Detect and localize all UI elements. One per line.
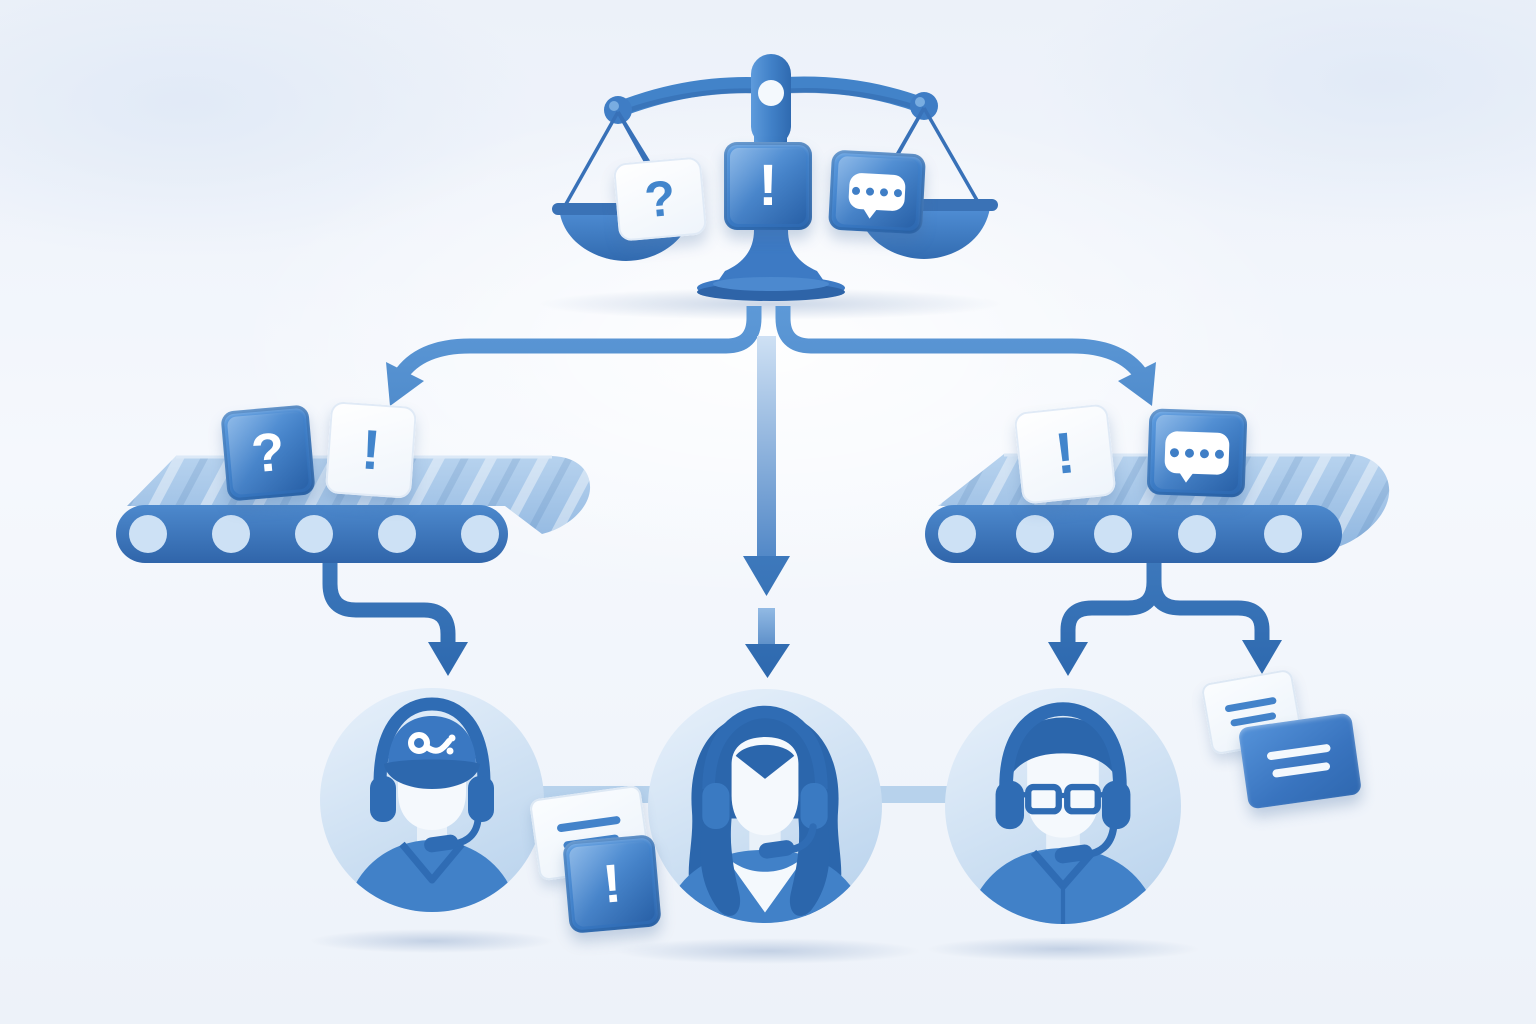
left-ear-cup bbox=[995, 780, 1025, 830]
arrow-left-belt-to-agent bbox=[322, 548, 456, 644]
scale-base bbox=[716, 230, 826, 284]
mic bbox=[424, 834, 458, 853]
floating-exclamation-tile: ! bbox=[562, 834, 662, 934]
scale-question-tile: ? bbox=[612, 156, 708, 242]
exclamation-glyph: ! bbox=[359, 417, 383, 482]
right-belt-exclamation-tile: ! bbox=[1013, 403, 1117, 505]
arrow-to-left-conveyor bbox=[389, 306, 762, 387]
right-ear-cup bbox=[800, 783, 828, 829]
question-glyph: ? bbox=[248, 421, 288, 485]
routing-arrows bbox=[322, 306, 1282, 678]
floating-note-card-blue bbox=[1237, 712, 1363, 810]
arrowhead-left bbox=[386, 362, 424, 406]
collar bbox=[399, 841, 465, 884]
exclamation-glyph: ! bbox=[600, 853, 624, 915]
cap-brim bbox=[384, 759, 480, 789]
scale-pivot-hole bbox=[758, 80, 784, 106]
headband bbox=[702, 705, 828, 790]
mic bbox=[758, 840, 795, 859]
arrow-center-long bbox=[757, 336, 776, 558]
agent-with-cap bbox=[320, 688, 544, 912]
hairline-peak bbox=[735, 744, 795, 779]
cap-wrench-icon bbox=[408, 732, 456, 755]
agent2-shadow bbox=[616, 938, 920, 964]
right-ear-cup bbox=[468, 776, 494, 822]
agent-with-glasses bbox=[945, 688, 1181, 924]
hair-front-left bbox=[700, 806, 741, 916]
scale-chat-tile bbox=[827, 149, 927, 235]
chat-bubble-icon bbox=[848, 172, 906, 212]
right-belt-rollers bbox=[938, 515, 1302, 553]
headband bbox=[373, 697, 491, 785]
question-glyph: ? bbox=[642, 169, 678, 229]
arrowhead-right bbox=[1118, 362, 1156, 406]
left-ear-cup bbox=[702, 783, 730, 829]
shirt-v-neck bbox=[723, 854, 807, 913]
scale-exclamation-tile: ! bbox=[724, 142, 812, 230]
right-ear-cup bbox=[1101, 780, 1131, 830]
headband bbox=[999, 702, 1127, 788]
right-belt-chat-tile bbox=[1146, 408, 1248, 498]
agent3-shadow bbox=[927, 937, 1199, 961]
cap-dome bbox=[388, 716, 476, 772]
arrow-center-short bbox=[758, 608, 775, 646]
hair bbox=[1001, 717, 1125, 794]
left-ear-cup bbox=[370, 776, 396, 822]
agent-long-hair bbox=[648, 689, 882, 923]
exclamation-glyph: ! bbox=[1051, 420, 1078, 487]
left-belt-question-tile: ? bbox=[220, 404, 316, 502]
scale-ground-shadow bbox=[538, 288, 1002, 320]
glasses bbox=[1025, 783, 1101, 815]
mic bbox=[1054, 844, 1093, 864]
agent1-shadow bbox=[310, 929, 554, 953]
arrowhead-center-short bbox=[745, 644, 790, 678]
collar bbox=[1030, 849, 1096, 890]
hair-front-right bbox=[789, 806, 830, 916]
chat-bubble-icon bbox=[1164, 430, 1230, 476]
left-belt-exclamation-tile: ! bbox=[324, 401, 418, 499]
arrow-right-belt-split-right bbox=[1146, 548, 1270, 642]
exclamation-glyph: ! bbox=[758, 153, 778, 218]
arrow-to-right-conveyor bbox=[775, 306, 1153, 387]
left-belt-rollers bbox=[129, 515, 499, 553]
arrowhead-center-long bbox=[743, 556, 790, 596]
